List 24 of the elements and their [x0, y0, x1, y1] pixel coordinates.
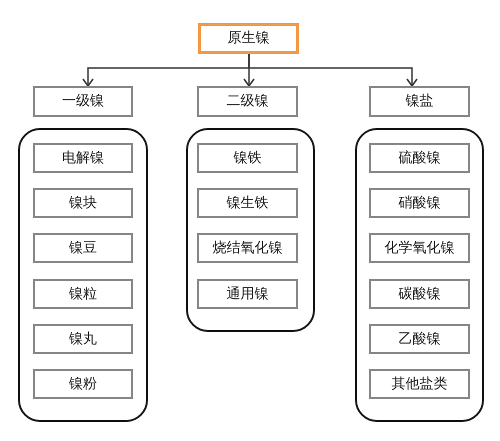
- rounded-panel: [18, 128, 148, 422]
- process-box: 硫酸镍: [369, 143, 470, 173]
- process-box: 镍块: [33, 188, 133, 218]
- process-box: 其他盐类: [369, 369, 470, 399]
- process-box: 乙酸镍: [369, 324, 470, 354]
- process-box: 二级镍: [197, 86, 298, 117]
- process-box: 电解镍: [33, 143, 133, 173]
- rounded-panel: [355, 128, 484, 422]
- process-box: 通用镍: [197, 279, 298, 309]
- arrow: [248, 54, 418, 87]
- process-box: 镍豆: [33, 233, 133, 263]
- process-box: 烧结氧化镍: [197, 233, 298, 263]
- rounded-panel: [186, 128, 315, 332]
- process-box: 镍粒: [33, 279, 133, 309]
- process-box: 镍丸: [33, 324, 133, 354]
- process-box: 镍盐: [369, 86, 470, 117]
- process-box: 硝酸镍: [369, 188, 470, 218]
- process-box: 镍生铁: [197, 188, 298, 218]
- process-box: 化学氧化镍: [369, 233, 470, 263]
- process-box: 镍铁: [197, 143, 298, 173]
- process-box: 一级镍: [33, 86, 133, 117]
- process-box: 碳酸镍: [369, 279, 470, 309]
- process-box: 镍粉: [33, 369, 133, 399]
- process-box: 原生镍: [198, 23, 299, 54]
